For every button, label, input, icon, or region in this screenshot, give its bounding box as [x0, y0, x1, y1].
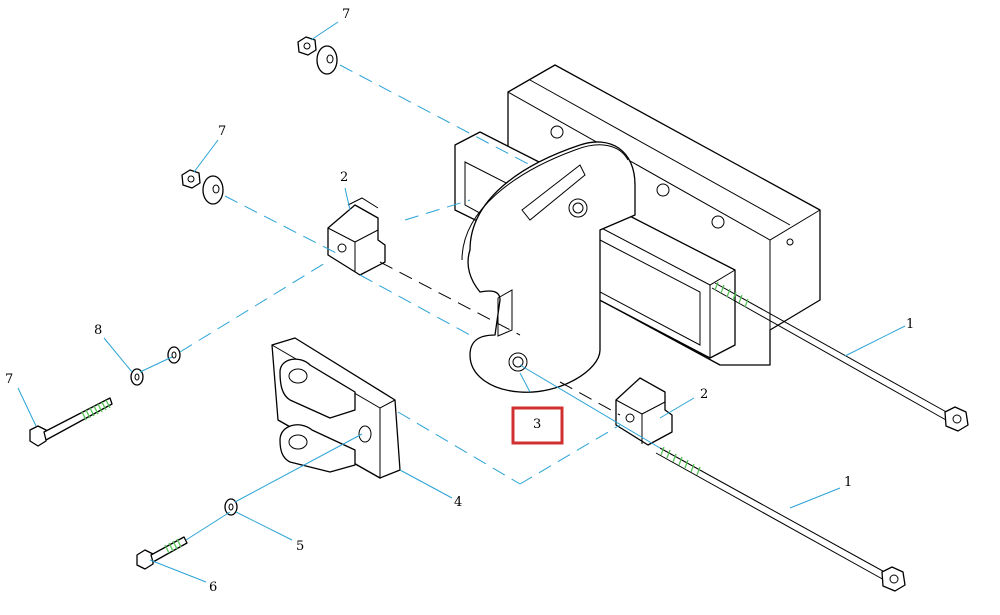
callouts: 7 7 2 8 7 3 2 1 1 4 5 6 [5, 7, 914, 595]
washer-8 [130, 346, 181, 386]
washer-5 [224, 498, 238, 516]
highlight-box-callout-3 [511, 406, 564, 445]
bolt-6 [136, 536, 188, 570]
rod-lower [655, 446, 906, 592]
callout-6: 6 [209, 580, 217, 595]
callout-2-lower: 2 [700, 387, 708, 402]
callout-1-lower: 1 [844, 475, 852, 490]
mounting-plate [461, 141, 636, 393]
assembly-lines [139, 64, 661, 541]
callout-5: 5 [296, 539, 304, 554]
callout-8: 8 [94, 323, 102, 338]
clamp-block-lower [615, 377, 673, 446]
callout-leaders [17, 21, 906, 583]
rod-upper [711, 281, 969, 432]
bracket [271, 337, 401, 479]
bolt-7-left [29, 397, 113, 447]
callout-7-top: 7 [342, 7, 350, 22]
callout-4: 4 [454, 495, 462, 510]
top-nut-washer [297, 36, 338, 75]
callout-1-upper: 1 [906, 317, 914, 332]
callout-7-left: 7 [5, 372, 13, 387]
mid-nut-washer [181, 169, 224, 205]
callout-3: 3 [533, 417, 541, 432]
clamp-block-upper [327, 197, 386, 276]
callout-7-mid: 7 [218, 124, 226, 139]
callout-2-upper: 2 [340, 170, 348, 185]
